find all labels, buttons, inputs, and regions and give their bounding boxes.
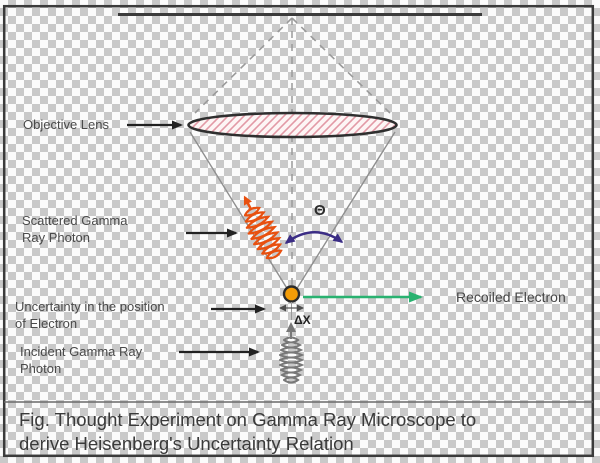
objective-lens-label: Objective Lens — [23, 117, 109, 132]
frame-border — [2, 4, 595, 458]
objective-lens-ellipse — [187, 111, 398, 139]
dashed-ray-left — [194, 17, 293, 114]
theta-angle-arc — [284, 231, 344, 244]
scattered-photon-label: Scattered Gamma Ray Photon — [22, 213, 128, 245]
dashed-ray-right — [291, 17, 391, 114]
uncertainty-label: Uncertainty in the position of Electron — [15, 299, 165, 331]
scattered-photon-coil — [243, 195, 283, 260]
scattered-photon-direction-arrow — [243, 195, 253, 210]
theta-symbol-label: Θ — [314, 202, 326, 219]
delta-x-label: ΔX — [294, 313, 311, 327]
recoiled-electron-label: Recoiled Electron — [456, 289, 566, 305]
cone-line-right — [295, 131, 396, 291]
figure-caption: Fig. Thought Experiment on Gamma Ray Mic… — [19, 409, 477, 455]
incident-photon-label: Incident Gamma Ray Photon — [20, 344, 143, 376]
electron-dot — [282, 285, 301, 303]
cone-line-left — [189, 131, 289, 291]
incident-photon-coil — [279, 336, 305, 384]
